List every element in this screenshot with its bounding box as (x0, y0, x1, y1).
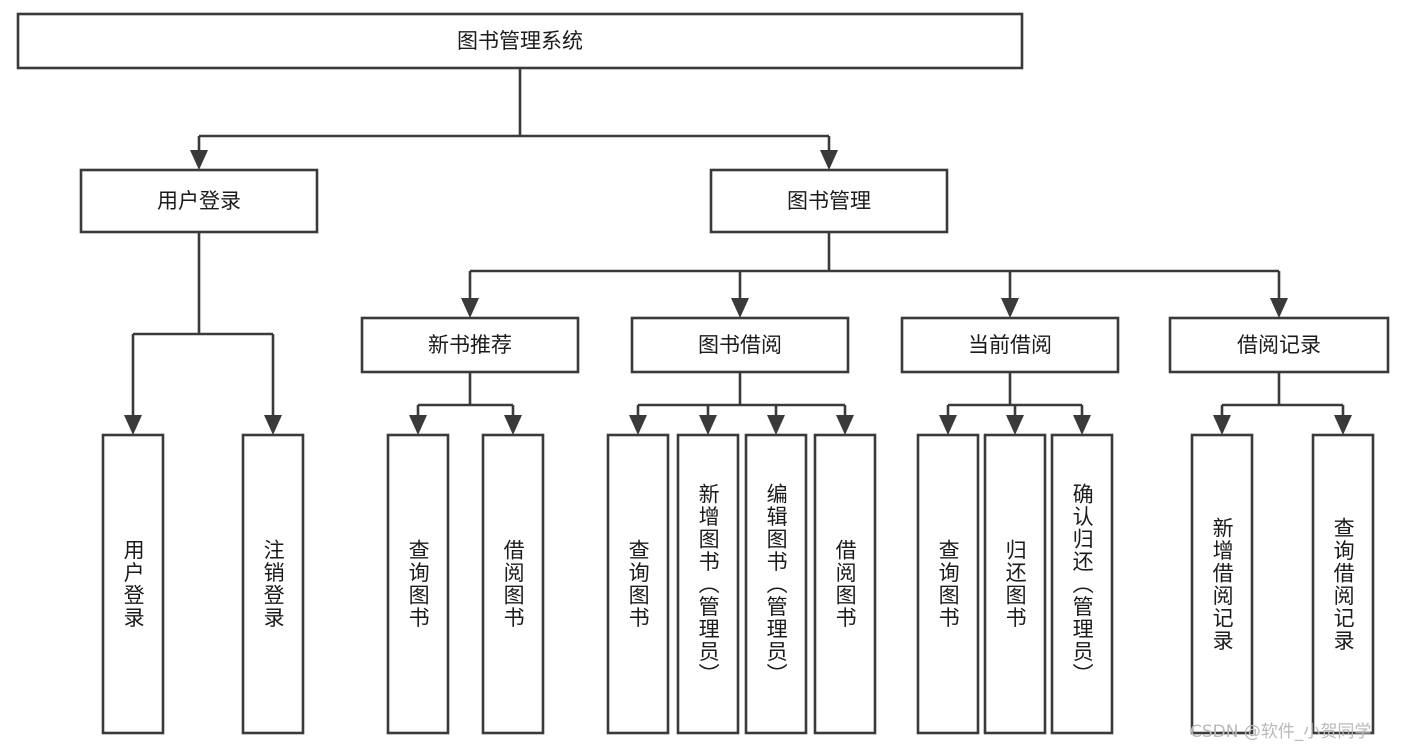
node-label-borrow-record: 借阅记录 (1237, 333, 1321, 357)
node-label-leaf-borrow-book-rec: 借阅图书 (501, 539, 526, 629)
node-box-book-borrow (630, 316, 850, 374)
node-leaf-borrow-book-rec[interactable] (481, 433, 545, 735)
node-box-leaf-add-book (676, 433, 740, 735)
watermark-text: CSDN @软件_小贺同学 (1190, 722, 1372, 742)
edge-group-from-new-book-recommend (409, 372, 522, 435)
node-label-book-manage: 图书管理 (787, 189, 871, 213)
node-label-leaf-query-book-rec: 查询图书 (406, 539, 431, 629)
node-label-user-login: 用户登录 (157, 189, 241, 213)
arrow-head-to-leaf-return-book (1006, 415, 1024, 435)
node-box-current-borrow (900, 316, 1120, 374)
node-label-current-borrow: 当前借阅 (968, 333, 1052, 357)
arrow-head-to-book-manage (820, 150, 838, 170)
node-box-leaf-add-record (1190, 433, 1254, 735)
arrow-head-to-leaf-add-book (699, 415, 717, 435)
node-current-borrow[interactable]: 当前借阅 (900, 316, 1120, 374)
edge-group-from-current-borrow (939, 372, 1091, 435)
node-label-root: 图书管理系统 (457, 29, 583, 53)
node-user-login[interactable]: 用户登录 (79, 168, 319, 234)
arrow-head-to-leaf-logout (264, 415, 282, 435)
arrow-head-to-leaf-query-book-rec (409, 415, 427, 435)
node-label-new-book-recommend: 新书推荐 (428, 333, 512, 357)
node-box-book-manage (709, 168, 949, 234)
arrow-head-to-leaf-query-book-cur (939, 415, 957, 435)
arrow-head-to-leaf-borrow-book-rec (504, 415, 522, 435)
node-box-leaf-borrow-book (813, 433, 877, 735)
node-leaf-logout[interactable] (241, 433, 305, 735)
node-box-leaf-query-book-cur (916, 433, 980, 735)
arrow-head-to-leaf-confirm-return (1073, 415, 1091, 435)
node-label-book-borrow: 图书借阅 (698, 333, 782, 357)
node-leaf-query-record[interactable] (1311, 433, 1375, 735)
arrow-head-to-current-borrow (1001, 298, 1019, 318)
node-label-leaf-edit-book: 编辑图书（管理员） (764, 482, 789, 686)
node-label-leaf-user-login: 用户登录 (121, 539, 146, 629)
node-book-borrow[interactable]: 图书借阅 (630, 316, 850, 374)
arrow-head-to-leaf-borrow-book (836, 415, 854, 435)
node-box-user-login (79, 168, 319, 234)
arrow-head-to-leaf-query-record (1334, 415, 1352, 435)
node-label-leaf-logout: 注销登录 (261, 539, 286, 629)
arrow-head-to-book-borrow (731, 298, 749, 318)
node-box-leaf-query-book-rec (386, 433, 450, 735)
node-box-leaf-edit-book (744, 433, 808, 735)
node-leaf-add-record[interactable] (1190, 433, 1254, 735)
node-leaf-user-login[interactable] (101, 433, 165, 735)
node-borrow-record[interactable]: 借阅记录 (1168, 316, 1390, 374)
node-label-leaf-query-record: 查询借阅记录 (1331, 516, 1356, 652)
node-label-leaf-query-book-cur: 查询图书 (936, 539, 961, 629)
node-box-root (16, 12, 1024, 70)
edge-group-from-book-manage (461, 232, 1288, 318)
arrow-head-to-new-book-recommend (461, 298, 479, 318)
arrow-head-to-leaf-query-book-borrow (629, 415, 647, 435)
node-box-borrow-record (1168, 316, 1390, 374)
node-leaf-confirm-return[interactable] (1050, 433, 1114, 735)
node-leaf-return-book[interactable] (983, 433, 1047, 735)
node-label-leaf-return-book: 归还图书 (1003, 539, 1028, 629)
node-label-leaf-borrow-book: 借阅图书 (833, 539, 858, 629)
arrow-head-to-leaf-user-login (124, 415, 142, 435)
node-label-leaf-add-record: 新增借阅记录 (1210, 516, 1235, 652)
edge-group-from-user-login (124, 232, 282, 435)
arrow-head-to-leaf-add-record (1213, 415, 1231, 435)
arrow-head-to-leaf-edit-book (767, 415, 785, 435)
node-box-new-book-recommend (360, 316, 580, 374)
edge-group-from-borrow-record (1213, 372, 1352, 435)
node-box-leaf-query-book-borrow (606, 433, 670, 735)
edges-layer (124, 68, 1352, 435)
node-box-leaf-return-book (983, 433, 1047, 735)
node-box-leaf-confirm-return (1050, 433, 1114, 735)
node-book-manage[interactable]: 图书管理 (709, 168, 949, 234)
node-leaf-edit-book[interactable] (744, 433, 808, 735)
node-label-leaf-confirm-return: 确认归还（管理员） (1070, 482, 1095, 686)
node-leaf-query-book-cur[interactable] (916, 433, 980, 735)
edge-group-from-root (190, 68, 838, 170)
node-box-leaf-logout (241, 433, 305, 735)
node-leaf-borrow-book[interactable] (813, 433, 877, 735)
arrow-head-to-user-login (190, 150, 208, 170)
arrow-head-to-borrow-record (1270, 298, 1288, 318)
node-new-book-recommend[interactable]: 新书推荐 (360, 316, 580, 374)
node-leaf-query-book-borrow[interactable] (606, 433, 670, 735)
node-label-leaf-query-book-borrow: 查询图书 (626, 539, 651, 629)
node-box-leaf-user-login (101, 433, 165, 735)
node-box-leaf-borrow-book-rec (481, 433, 545, 735)
edge-group-from-book-borrow (629, 372, 854, 435)
node-root[interactable]: 图书管理系统 (16, 12, 1024, 70)
node-box-leaf-query-record (1311, 433, 1375, 735)
node-label-leaf-add-book: 新增图书（管理员） (696, 482, 721, 686)
node-leaf-query-book-rec[interactable] (386, 433, 450, 735)
node-leaf-add-book[interactable] (676, 433, 740, 735)
